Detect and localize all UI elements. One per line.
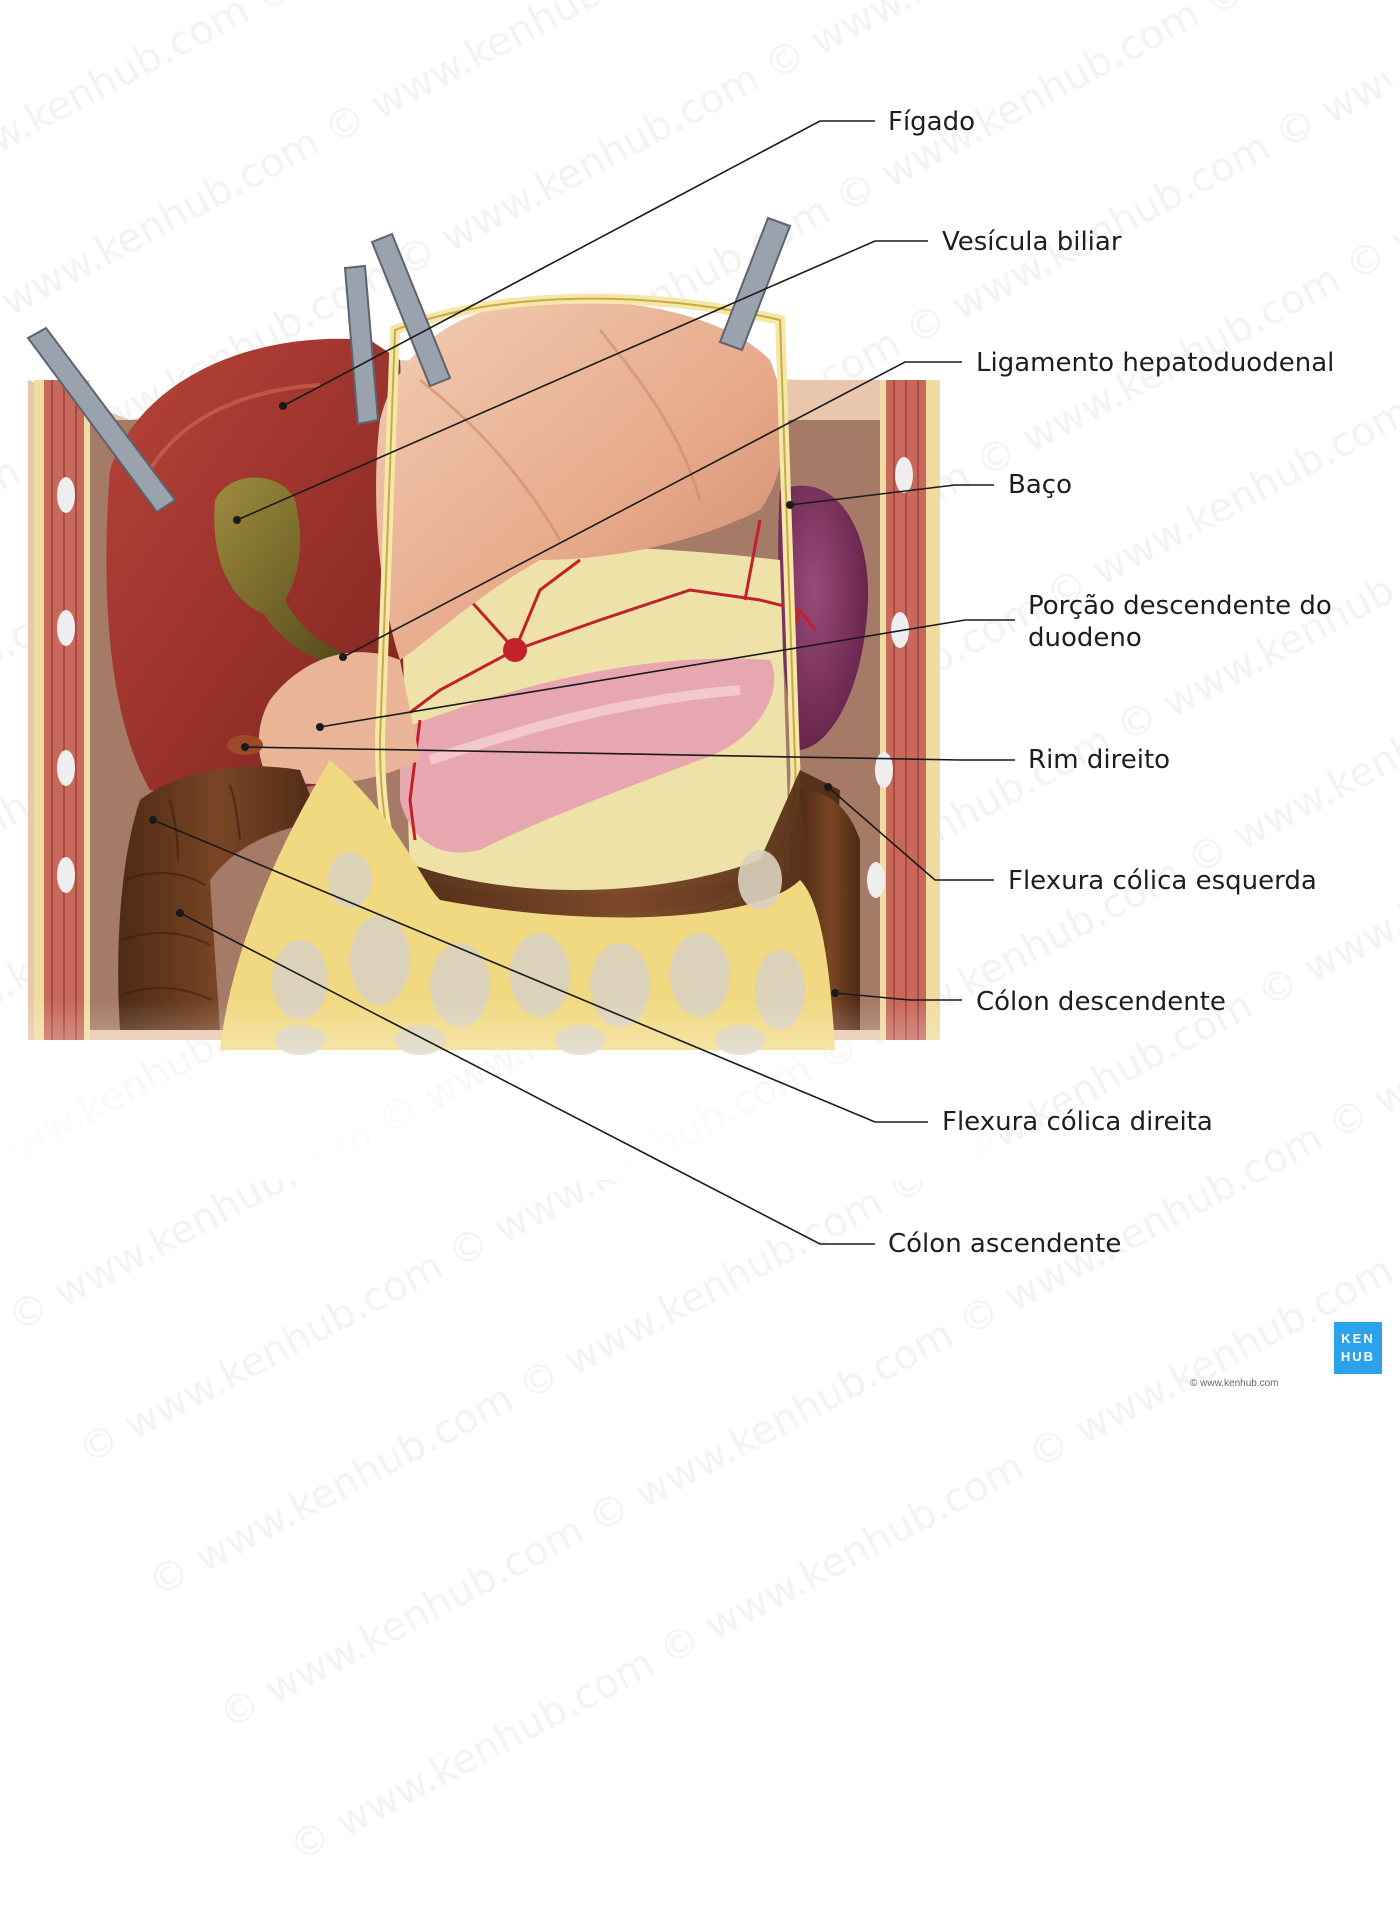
label-flexura-colica-direita: Flexura cólica direita (942, 1107, 1213, 1137)
leader-vesicula (236, 240, 928, 521)
logo-line1: KEN (1341, 1331, 1375, 1346)
leader-lines (149, 120, 1015, 1245)
label-flexura-colica-esquerda: Flexura cólica esquerda (1008, 866, 1317, 896)
leader-baco (789, 484, 994, 506)
gallbladder (214, 477, 360, 672)
leader-flexura-dir-dot (149, 816, 157, 824)
label-colon-descendente: Cólon descendente (976, 987, 1226, 1017)
label-ligamento-hepatoduodenal: Ligamento hepatoduodenal (976, 348, 1335, 378)
leader-flexura-esq-dot (824, 783, 832, 791)
spleen (778, 485, 869, 750)
leader-colon-asc-dot (176, 909, 184, 917)
label-figado: Fígado (888, 107, 976, 137)
leader-rim (244, 746, 1015, 761)
leader-vesicula-dot (233, 516, 241, 524)
leader-flexura-esq (827, 786, 994, 881)
left-abdominal-wall (34, 380, 90, 1040)
label-baco: Baço (1008, 470, 1072, 500)
leader-colon-desc-dot (831, 989, 839, 997)
anatomy-illustration (0, 120, 1015, 1245)
kenhub-logo: KEN HUB (1334, 1322, 1382, 1374)
leader-ligamento-dot (339, 653, 347, 661)
leader-figado-dot (279, 402, 287, 410)
retractors (26, 216, 792, 514)
pancreas (400, 658, 775, 853)
leader-colon-desc (834, 992, 962, 1001)
leader-baco-dot (786, 501, 794, 509)
leader-rim-dot (241, 743, 249, 751)
leader-flexura-dir (152, 819, 928, 1123)
credit-text: © www.kenhub.com (1190, 1378, 1279, 1389)
label-vesicula-biliar: Vesícula biliar (942, 227, 1122, 257)
ascending-colon (118, 766, 321, 1030)
stomach (376, 300, 784, 660)
logo-line2: HUB (1340, 1349, 1376, 1364)
leader-porcao (319, 619, 1015, 728)
descending-colon (800, 790, 860, 1030)
label-rim-direito: Rim direito (1028, 745, 1171, 775)
leader-ligamento (342, 361, 962, 658)
label-colon-ascendente: Cólon ascendente (888, 1229, 1122, 1259)
leader-figado (282, 120, 875, 407)
leader-porcao-dot (316, 723, 324, 731)
leader-colon-asc (179, 912, 875, 1245)
label-porcao-descendente-duodeno: Porção descendente do duodeno (1028, 591, 1332, 653)
